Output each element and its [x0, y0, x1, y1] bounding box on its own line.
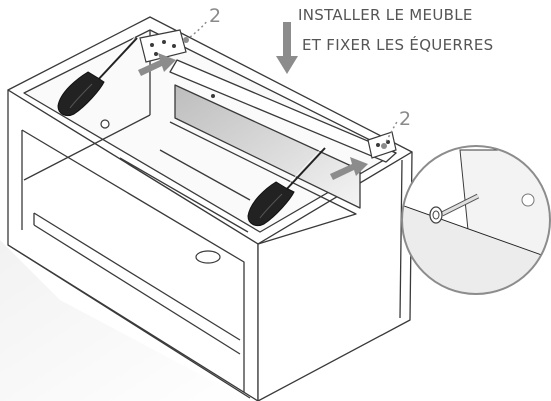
- inner-shelf-panel: [174, 84, 361, 209]
- push-arrow-icon: [138, 53, 176, 76]
- callout-leader-right: [383, 119, 399, 147]
- detail-magnifier-icon: [401, 145, 551, 295]
- callout-count-left: 2: [209, 5, 222, 27]
- callout-leader-left: [185, 19, 209, 41]
- front-inner-frame: [21, 129, 245, 392]
- cabinet-side-panel: [257, 151, 413, 401]
- floor-shadow: [0, 240, 250, 401]
- cabinet-front-panel: [7, 89, 259, 401]
- push-arrow-icon: [330, 157, 368, 180]
- screwdriver-icon: [57, 36, 138, 117]
- instruction-line-1: INSTALLER LE MEUBLE: [298, 6, 473, 24]
- back-rail: [169, 59, 397, 163]
- callout-count-right: 2: [399, 108, 412, 130]
- screwdriver-icon: [247, 146, 326, 227]
- drain-hole: [195, 250, 221, 264]
- bracket-left: [139, 29, 187, 63]
- cabinet-body: [7, 16, 413, 401]
- instruction-line-2: ET FIXER LES ÉQUERRES: [302, 36, 494, 54]
- down-arrow-icon: [276, 22, 298, 74]
- cabinet-hole-left: [100, 119, 110, 129]
